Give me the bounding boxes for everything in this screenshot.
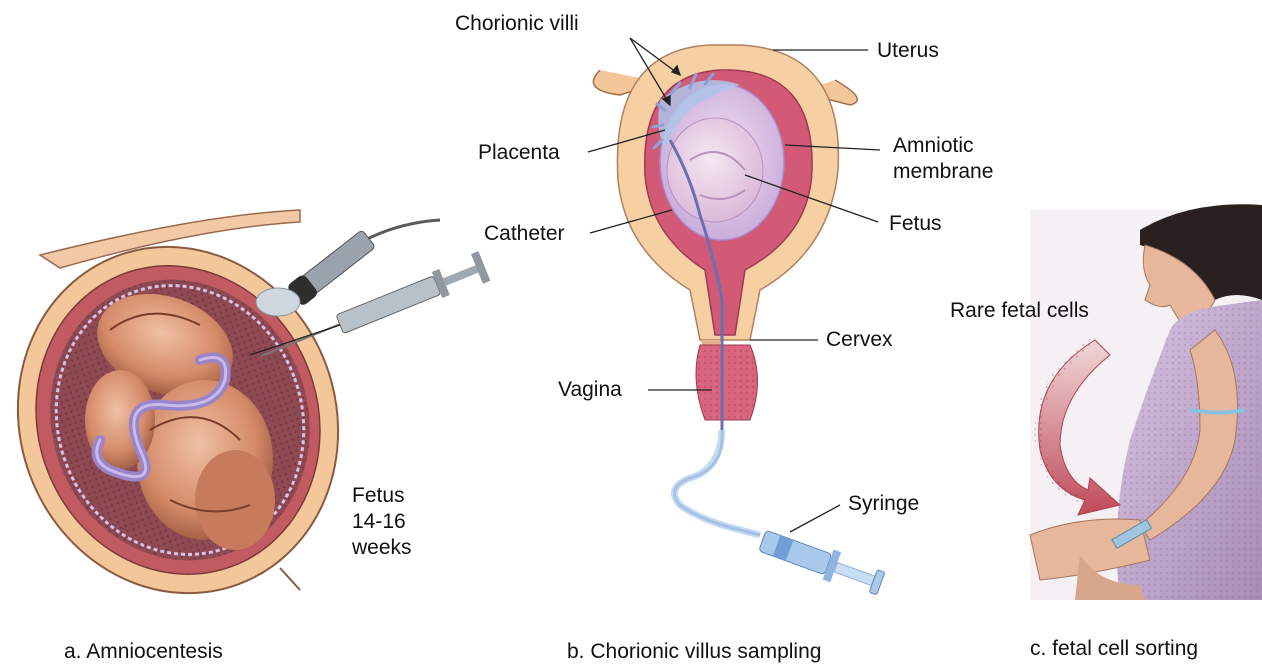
- caption-fetal-cell-sorting: c. fetal cell sorting: [1030, 637, 1198, 661]
- label-vagina: Vagina: [558, 377, 622, 403]
- fetus-age-line-3: weeks: [352, 535, 412, 561]
- label-amniotic-line-1: Amniotic: [893, 133, 993, 159]
- label-chorionic-villi: Chorionic villi: [455, 11, 579, 37]
- label-placenta: Placenta: [478, 140, 560, 166]
- caption-cvs: b. Chorionic villus sampling: [567, 640, 821, 664]
- label-amniotic-membrane: Amniotic membrane: [893, 133, 993, 185]
- label-amniotic-line-2: membrane: [893, 159, 993, 185]
- fetal-cell-sorting-illustration: [1030, 204, 1262, 600]
- fetus-age-label: Fetus 14-16 weeks: [352, 483, 412, 561]
- label-rare-fetal-cells: Rare fetal cells: [950, 298, 1089, 324]
- label-fetus: Fetus: [889, 211, 942, 237]
- fetus-age-line-1: Fetus: [352, 483, 412, 509]
- label-syringe: Syringe: [848, 491, 919, 517]
- caption-amniocentesis: a. Amniocentesis: [64, 640, 223, 664]
- label-catheter: Catheter: [484, 221, 565, 247]
- cvs-illustration: [593, 45, 886, 599]
- amniocentesis-illustration: [0, 202, 490, 639]
- label-uterus: Uterus: [877, 38, 939, 64]
- label-cervex: Cervex: [826, 327, 893, 353]
- fetus-age-line-2: 14-16: [352, 509, 412, 535]
